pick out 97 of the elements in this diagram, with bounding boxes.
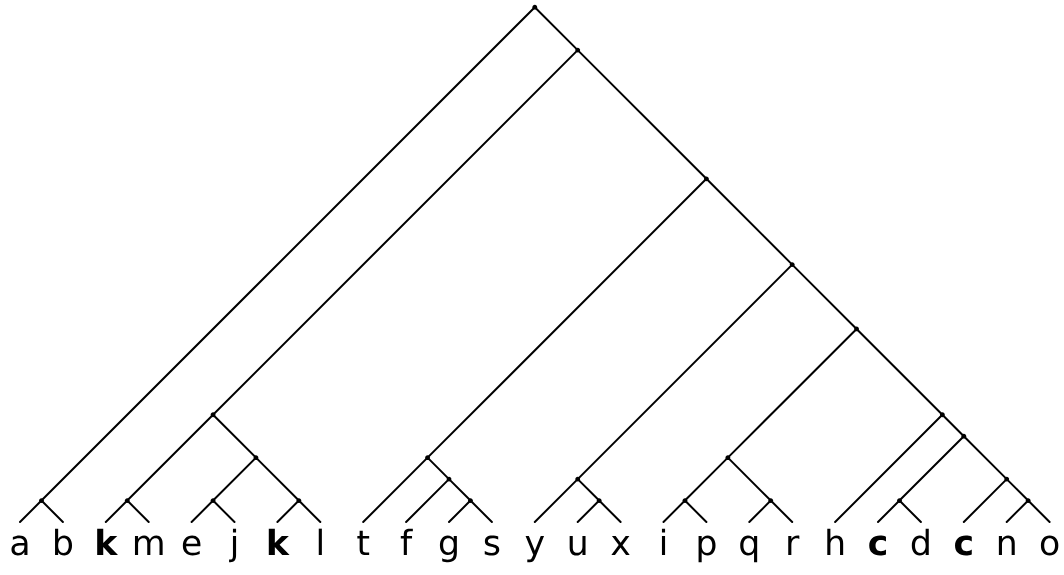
tree-branch xyxy=(276,499,300,523)
tree-branch xyxy=(877,499,901,523)
tree-branch xyxy=(254,456,300,502)
tree-branch xyxy=(576,478,601,502)
tree-branch xyxy=(941,413,965,438)
tree-branch xyxy=(426,177,708,459)
leaf-label: c xyxy=(869,535,886,556)
branch-point xyxy=(296,498,302,503)
tree-branch xyxy=(683,499,708,523)
tree-branch xyxy=(212,413,257,459)
branch-point xyxy=(789,262,795,267)
leaf-label: n xyxy=(998,535,1015,555)
leaf-label: p xyxy=(698,535,716,563)
tree-branch xyxy=(598,499,622,523)
branch-point xyxy=(446,476,452,482)
leaf-label: x xyxy=(611,536,630,555)
tree-branch xyxy=(297,499,322,523)
tree-branch xyxy=(190,499,215,523)
tree-branch xyxy=(19,499,43,523)
tree-branch xyxy=(898,499,922,523)
leaf-label: e xyxy=(182,535,201,556)
tree-branch xyxy=(662,499,686,523)
tree-branch xyxy=(962,478,1008,523)
tree-branch xyxy=(962,435,1008,481)
leaf-label: g xyxy=(439,535,457,563)
branch-point xyxy=(575,47,581,53)
tree-branch xyxy=(40,6,536,502)
branch-point xyxy=(575,476,581,482)
leaf-label: f xyxy=(400,528,413,555)
branch-point xyxy=(1025,498,1031,503)
branch-point xyxy=(532,4,538,10)
tree-branch xyxy=(791,263,858,330)
tree-branch xyxy=(212,499,236,523)
leaf-label: s xyxy=(484,535,500,556)
leaf-label: r xyxy=(788,535,800,555)
branch-point xyxy=(468,498,473,503)
leaf-label: y xyxy=(525,536,545,563)
leaf-label: i xyxy=(661,528,666,555)
tree-branch xyxy=(104,499,129,523)
tree-branch xyxy=(40,499,64,523)
branch-point xyxy=(425,455,430,461)
leaf-label: b xyxy=(55,528,72,556)
leaf-label: u xyxy=(569,535,586,556)
tree-branch xyxy=(362,456,429,523)
tree-branch xyxy=(448,499,472,523)
branch-point xyxy=(897,498,902,503)
leaf-label: o xyxy=(1040,535,1059,556)
branch-point xyxy=(682,498,688,503)
tree-branch xyxy=(1027,499,1051,523)
tree-branch xyxy=(469,499,493,523)
branch-point xyxy=(854,326,859,332)
tree-branch xyxy=(726,456,772,502)
tree-branch xyxy=(533,6,579,52)
tree-branch xyxy=(748,499,772,523)
tree-branch xyxy=(576,499,601,523)
tree-branch xyxy=(855,327,944,416)
tree-branch xyxy=(212,456,257,502)
tree-branch xyxy=(726,327,858,459)
tree-branch xyxy=(212,49,579,416)
tree-branch xyxy=(834,413,944,523)
tree-branch xyxy=(1005,478,1030,502)
tree-branch xyxy=(576,49,708,180)
tree-branch xyxy=(1005,499,1030,523)
leaf-label: c xyxy=(955,535,972,556)
leaf-label: t xyxy=(357,530,370,555)
branch-point xyxy=(596,498,602,503)
leaf-label: m xyxy=(134,535,163,555)
leaf-label: k xyxy=(97,528,118,555)
tree-branch xyxy=(769,499,794,523)
branch-point xyxy=(124,498,130,503)
tree-branch xyxy=(898,435,965,502)
branch-point xyxy=(725,455,731,461)
leaf-label: d xyxy=(911,528,929,556)
tree-branch xyxy=(405,478,450,523)
leaf-label: q xyxy=(740,535,758,563)
branch-point xyxy=(1004,476,1010,482)
tree-branch xyxy=(705,177,794,266)
tree-branch xyxy=(126,413,215,502)
branch-point xyxy=(768,498,774,503)
tree-branch xyxy=(576,263,794,481)
leaf-label: k xyxy=(268,528,290,555)
tree-branch xyxy=(426,456,450,481)
branch-point xyxy=(39,498,44,503)
branch-point xyxy=(210,498,216,503)
tree-branch xyxy=(126,499,150,523)
branch-point xyxy=(704,176,709,182)
branch-point xyxy=(210,412,216,418)
leaf-label: l xyxy=(318,528,322,555)
branch-point xyxy=(253,455,259,461)
branch-point xyxy=(961,433,967,439)
tree-branch xyxy=(448,478,472,502)
tree-branch xyxy=(683,456,729,502)
tree-branch xyxy=(533,478,579,523)
leaf-label: h xyxy=(827,528,844,555)
branch-point xyxy=(939,412,945,418)
leaf-label: a xyxy=(11,535,28,556)
leaf-label: j xyxy=(229,528,237,563)
